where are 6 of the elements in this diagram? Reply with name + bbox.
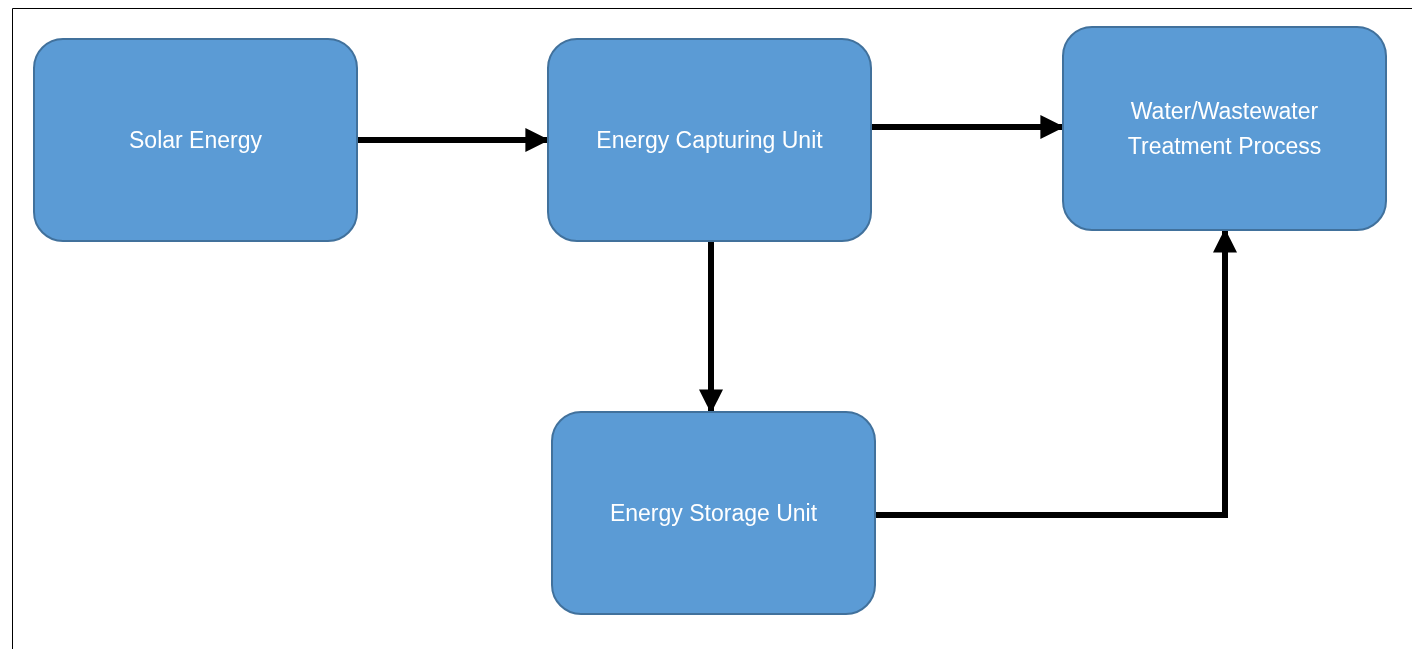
arrow bbox=[699, 242, 723, 414]
process-box: Energy Storage Unit bbox=[551, 411, 876, 615]
process-box: Solar Energy bbox=[33, 38, 358, 242]
process-box: Energy Capturing Unit bbox=[547, 38, 872, 242]
process-box: Water/Wastewater Treatment Process bbox=[1062, 26, 1387, 231]
arrow bbox=[876, 228, 1237, 518]
